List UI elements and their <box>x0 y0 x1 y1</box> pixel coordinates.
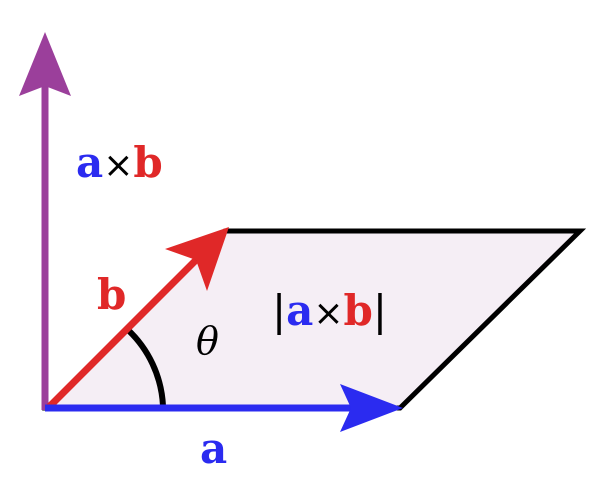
area-label: |a×b| <box>272 290 387 332</box>
area-label-open-bar: | <box>272 286 287 335</box>
cross-product-label: a×b <box>76 142 163 184</box>
vector-b-label: b <box>97 270 127 319</box>
vector-b-arrowhead <box>165 227 229 291</box>
area-label-b: b <box>343 286 373 335</box>
area-label-a: a <box>286 286 314 335</box>
area-label-times: × <box>313 293 344 334</box>
area-label-close-bar: | <box>372 286 388 335</box>
vector-a-arrowhead <box>340 384 403 432</box>
cross-product-vector-arrowhead <box>19 32 71 96</box>
angle-label: θ <box>196 319 219 363</box>
cross-label-b: b <box>133 138 163 187</box>
cross-label-times: × <box>103 145 134 186</box>
vector-a-label: a <box>200 424 228 473</box>
cross-label-a: a <box>76 138 104 187</box>
vector-b-shaft <box>45 257 199 411</box>
angle-arc <box>124 326 166 407</box>
